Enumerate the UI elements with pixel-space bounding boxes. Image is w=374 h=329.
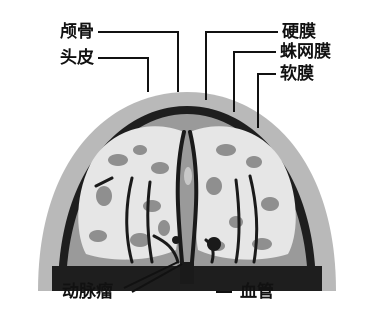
aneurysm-bulge — [207, 237, 221, 251]
arachnoid-label: 蛛网膜 — [280, 42, 331, 62]
vessel-trunk — [180, 262, 194, 284]
vessel-label: 血管 — [240, 282, 274, 302]
scalp-label: 头皮 — [60, 48, 94, 68]
skull-label: 颅骨 — [60, 22, 94, 42]
aneurysm-bulge-small — [172, 236, 180, 244]
dura-label: 硬膜 — [282, 22, 316, 42]
pia-label: 软膜 — [280, 64, 314, 84]
aneurysm-label: 动脉瘤 — [62, 282, 113, 302]
